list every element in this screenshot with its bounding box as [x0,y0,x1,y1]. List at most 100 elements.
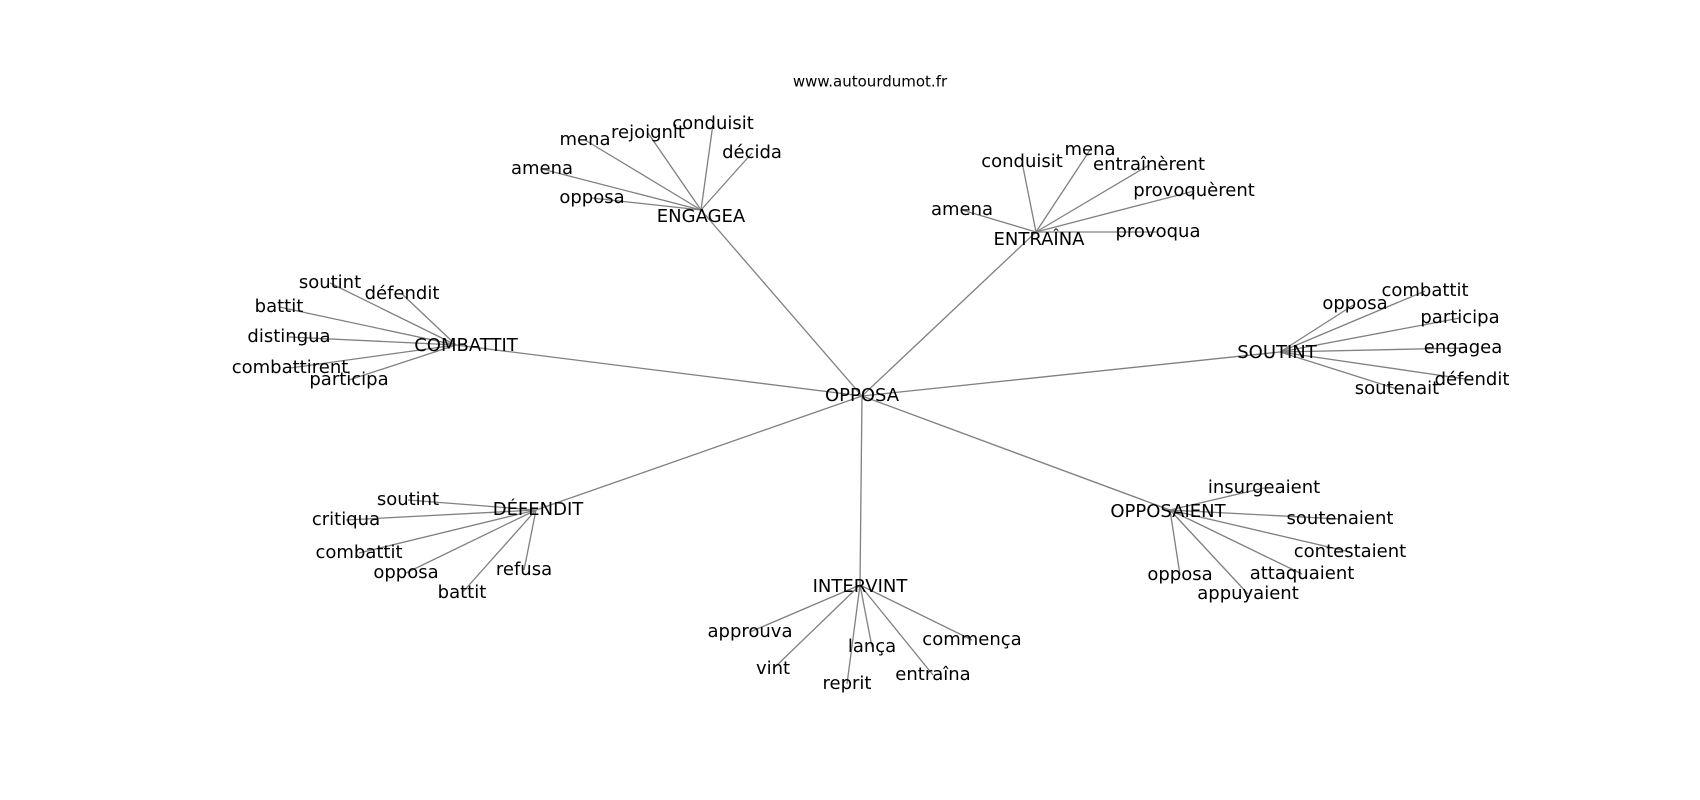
edge-cluster-0-leaf-4 [541,168,702,211]
edge-center-cluster-3 [861,351,1281,397]
edge-cluster-1-leaf-1 [1035,149,1091,233]
node-leaf-5-2[interactable]: contestaient [1294,541,1406,562]
node-leaf-3-5[interactable]: soutenait [1355,378,1439,399]
node-leaf-6-0[interactable]: approuva [708,621,793,642]
edge-cluster-4-leaf-3 [405,509,537,574]
edge-cluster-1-leaf-3 [1035,190,1195,233]
node-leaf-1-3[interactable]: provoquèrent [1133,180,1255,201]
node-leaf-6-5[interactable]: entraîna [895,664,970,685]
edge-cluster-5-leaf-0 [1169,487,1265,511]
node-leaf-2-3[interactable]: distingua [247,326,330,347]
node-leaf-2-1[interactable]: défendit [365,283,440,304]
node-leaf-2-0[interactable]: soutint [299,272,361,293]
edge-cluster-3-leaf-4 [1279,351,1473,381]
node-leaf-3-4[interactable]: défendit [1435,369,1510,390]
node-leaf-1-1[interactable]: mena [1064,139,1115,160]
node-cluster-1[interactable]: ENTRAÎNA [993,228,1085,250]
edge-cluster-5-leaf-2 [1169,509,1351,553]
node-leaf-0-2[interactable]: conduisit [672,113,754,134]
node-leaf-0-4[interactable]: amena [511,158,573,179]
edge-cluster-3-leaf-2 [1279,317,1461,353]
node-leaf-4-4[interactable]: battit [438,582,487,603]
node-leaf-0-0[interactable]: mena [559,129,610,150]
node-cluster-2[interactable]: COMBATTIT [414,335,519,356]
edge-center-cluster-6 [859,395,863,586]
edge-cluster-2-leaf-3 [288,336,457,346]
node-leaf-3-0[interactable]: opposa [1322,293,1387,314]
edge-cluster-5-leaf-5 [1169,509,1249,595]
node-cluster-4[interactable]: DÉFENDIT [493,498,585,520]
node-leaf-5-0[interactable]: insurgeaient [1208,477,1320,498]
node-leaf-1-0[interactable]: conduisit [981,151,1063,172]
node-leaf-3-3[interactable]: engagea [1424,337,1502,358]
node-cluster-0[interactable]: ENGAGEA [657,206,746,227]
node-leaf-6-3[interactable]: commença [922,629,1021,650]
edge-center-cluster-5 [861,395,1171,511]
edge-cluster-6-leaf-3 [859,584,973,641]
node-leaf-2-5[interactable]: participa [309,369,388,390]
edge-cluster-5-leaf-1 [1169,509,1341,520]
edge-cluster-1-leaf-2 [1035,164,1150,233]
edge-cluster-6-leaf-0 [749,584,861,633]
edge-cluster-2-leaf-1 [401,293,457,346]
edge-cluster-0-leaf-3 [700,152,753,211]
node-leaf-0-5[interactable]: opposa [559,187,624,208]
edge-center-cluster-2 [455,344,863,397]
edge-cluster-6-leaf-2 [859,584,873,648]
edge-cluster-3-leaf-3 [1279,347,1464,353]
edge-cluster-0-leaf-2 [700,123,714,211]
node-leaf-5-5[interactable]: appuyaient [1197,583,1299,604]
node-leaf-4-2[interactable]: combattit [315,542,402,563]
edge-cluster-4-leaf-5 [523,509,537,571]
source-credit: www.autourdumot.fr [793,73,948,91]
node-leaf-4-1[interactable]: critiqua [312,509,380,530]
node-leaf-5-3[interactable]: attaquaient [1250,563,1355,584]
edge-cluster-6-leaf-5 [859,584,934,676]
edge-cluster-0-leaf-0 [584,139,702,211]
edge-cluster-4-leaf-0 [407,499,537,511]
graph-edges [278,123,1473,685]
edge-cluster-4-leaf-2 [358,509,537,554]
node-leaf-6-4[interactable]: reprit [823,673,872,694]
node-center[interactable]: OPPOSA [825,385,900,406]
edge-cluster-4-leaf-1 [345,509,537,521]
node-leaf-2-4[interactable]: combattirent [232,357,349,378]
node-leaf-4-3[interactable]: opposa [373,562,438,583]
node-leaf-0-1[interactable]: rejoignit [611,122,685,143]
edge-cluster-6-leaf-4 [846,584,861,685]
edge-cluster-3-leaf-1 [1279,290,1426,353]
edge-cluster-5-leaf-3 [1169,509,1303,575]
node-leaf-6-1[interactable]: vint [756,658,790,679]
node-leaf-2-2[interactable]: battit [255,296,304,317]
node-cluster-3[interactable]: SOUTINT [1237,342,1318,363]
edge-cluster-0-leaf-1 [647,132,702,211]
node-leaf-1-5[interactable]: provoqua [1116,221,1201,242]
edge-cluster-2-leaf-2 [278,306,457,346]
node-leaf-3-2[interactable]: participa [1420,307,1499,328]
edge-cluster-2-leaf-0 [329,282,457,346]
node-leaf-6-2[interactable]: lança [848,636,896,657]
edge-center-cluster-1 [861,231,1037,397]
node-leaf-5-1[interactable]: soutenaient [1287,508,1394,529]
edge-cluster-2-leaf-5 [348,344,457,381]
node-leaf-1-2[interactable]: entraînèrent [1093,154,1205,175]
edge-cluster-4-leaf-4 [461,509,537,594]
edge-center-cluster-0 [700,209,863,397]
node-leaf-5-4[interactable]: opposa [1147,564,1212,585]
node-leaf-4-0[interactable]: soutint [377,489,439,510]
node-leaf-1-4[interactable]: amena [931,199,993,220]
edge-cluster-0-leaf-5 [591,197,702,211]
node-cluster-6[interactable]: INTERVINT [813,576,909,597]
edge-cluster-1-leaf-0 [1021,161,1037,233]
node-leaf-4-5[interactable]: refusa [496,559,552,580]
edge-cluster-1-leaf-4 [961,209,1037,233]
edge-cluster-3-leaf-0 [1279,303,1356,353]
edge-cluster-2-leaf-4 [289,344,457,369]
node-leaf-3-1[interactable]: combattit [1381,280,1468,301]
edge-center-cluster-4 [535,395,863,511]
node-leaf-0-3[interactable]: décida [722,142,782,163]
edge-cluster-5-leaf-4 [1169,509,1181,576]
node-cluster-5[interactable]: OPPOSAIENT [1110,501,1226,522]
